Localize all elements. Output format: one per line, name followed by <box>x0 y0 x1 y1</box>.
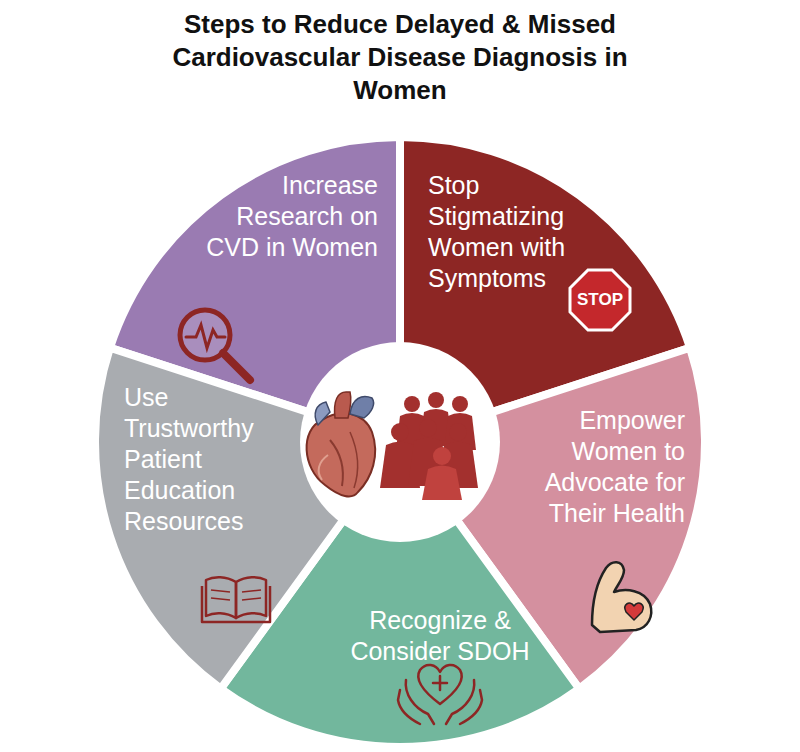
segment-label: Empower Women to Advocate for Their Heal… <box>509 405 685 529</box>
segment-label: Recognize & Consider SDOH <box>325 605 555 667</box>
segment-fill <box>95 348 400 689</box>
diagram-title: Steps to Reduce Delayed & Missed Cardiov… <box>165 8 635 107</box>
segment-label: Stop Stigmatizing Women with Symptoms <box>428 170 604 294</box>
stop-sign-text: STOP <box>560 290 640 310</box>
segment-label: Use Trustworthy Patient Education Resour… <box>124 382 280 537</box>
segment-label: Increase Research on CVD in Women <box>206 170 378 263</box>
